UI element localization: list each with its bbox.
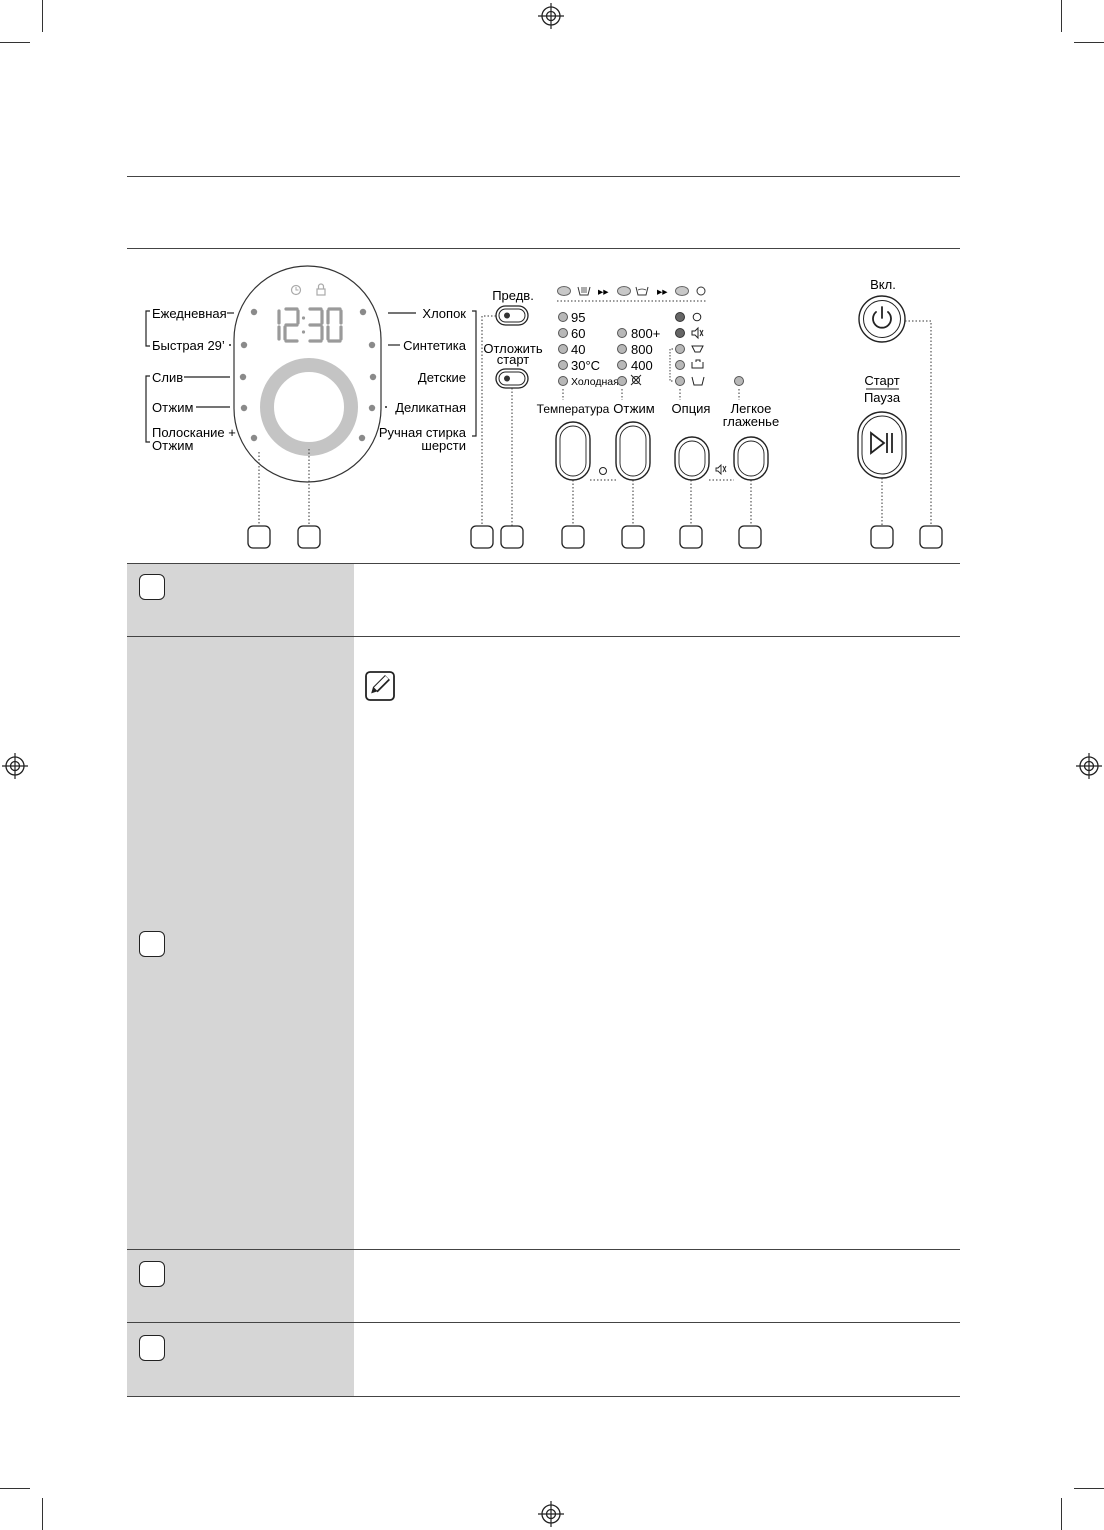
option-label: Опция <box>672 401 711 416</box>
table-rule <box>127 563 960 564</box>
callout-box <box>500 525 524 549</box>
option-button[interactable] <box>674 436 710 481</box>
table-rule <box>127 1322 960 1323</box>
temp-cold: Холодная <box>571 376 619 388</box>
easy-iron-led <box>734 376 744 386</box>
temperature-button[interactable] <box>555 421 591 481</box>
callout-box <box>679 525 703 549</box>
option-leds <box>669 312 685 386</box>
crop-mark <box>0 1488 30 1489</box>
svg-text:▸▸: ▸▸ <box>598 286 609 298</box>
child-lock-icon <box>599 467 607 475</box>
callout-box <box>297 525 321 549</box>
table-rule <box>127 1249 960 1250</box>
crop-mark <box>42 1498 43 1530</box>
wash-status-row: ▸▸ ▸▸ <box>557 286 706 302</box>
table-rule <box>127 1396 960 1397</box>
table-rule <box>127 636 960 637</box>
temperature-leds <box>558 312 568 386</box>
program-label-spin: Отжим <box>152 400 193 415</box>
prewash-label: Предв. <box>492 288 534 303</box>
table-label-cell <box>127 1323 354 1396</box>
control-panel-diagram: Ежедневная Быстрая 29’ Слив Отжим Полоск… <box>145 265 943 549</box>
power-label: Вкл. <box>870 277 896 292</box>
program-label-quick: Быстрая 29’ <box>152 338 225 353</box>
power-icon <box>872 306 892 329</box>
program-label-delicate: Деликатная <box>395 400 466 415</box>
spin-label: Отжим <box>613 401 654 416</box>
callout-box <box>870 525 894 549</box>
callout-box <box>621 525 645 549</box>
program-label-synthetics: Синтетика <box>403 338 467 353</box>
spin-leds <box>617 328 627 386</box>
program-label-handwash: Ручная стирка <box>379 425 467 440</box>
row-number-box <box>139 1335 165 1361</box>
play-pause-icon <box>870 431 893 455</box>
no-spin-icon <box>630 374 642 386</box>
delay-start-label-2: старт <box>497 352 529 367</box>
program-label-wool: шерсти <box>421 438 466 453</box>
note-pencil-icon <box>365 671 395 701</box>
registration-mark-icon <box>2 753 28 779</box>
easy-iron-label-2: глаженье <box>723 414 779 429</box>
program-label-baby: Детские <box>418 370 466 385</box>
registration-mark-icon <box>1076 753 1102 779</box>
temperature-label: Температура <box>537 402 610 416</box>
crop-mark <box>1074 42 1104 43</box>
time-display <box>277 307 343 343</box>
callout-box <box>738 525 762 549</box>
delay-start-label-1: Отложить <box>483 341 543 356</box>
temp-95: 95 <box>571 310 585 325</box>
row-number-box <box>139 1261 165 1287</box>
easy-iron-label-1: Легкое <box>731 401 772 416</box>
crop-mark <box>1061 1498 1062 1530</box>
crop-mark <box>42 0 43 32</box>
easy-iron-button[interactable] <box>733 436 769 481</box>
program-label-rinse: Полоскание + <box>152 425 236 440</box>
crop-mark <box>0 42 30 43</box>
spin-800: 800 <box>631 342 653 357</box>
table-label-cell <box>127 564 354 636</box>
callout-box <box>919 525 943 549</box>
temp-60: 60 <box>571 326 585 341</box>
program-label-cotton: Хлопок <box>422 306 466 321</box>
header-rule <box>127 248 960 249</box>
registration-mark-icon <box>538 3 564 29</box>
header-rule <box>127 176 960 177</box>
registration-mark-icon <box>538 1501 564 1527</box>
table-label-cell <box>127 1250 354 1322</box>
row-number-box <box>139 574 165 600</box>
callout-box <box>247 525 271 549</box>
pause-label: Пауза <box>864 390 901 405</box>
svg-text:▸▸: ▸▸ <box>657 286 668 298</box>
temp-30: 30°C <box>571 358 600 373</box>
sound-off-icon <box>715 463 727 476</box>
crop-mark <box>1074 1488 1104 1489</box>
spin-400: 400 <box>631 358 653 373</box>
callout-box <box>470 525 494 549</box>
program-indicator-dots <box>239 308 377 442</box>
callout-box <box>561 525 585 549</box>
program-label-drain: Слив <box>152 370 183 385</box>
crop-mark <box>1061 0 1062 32</box>
row-number-box <box>139 931 165 957</box>
option-icons <box>691 312 705 386</box>
program-label-daily: Ежедневная <box>152 306 227 321</box>
program-dial <box>260 358 358 456</box>
lock-icon <box>316 283 326 296</box>
spin-button[interactable] <box>615 421 651 481</box>
power-button[interactable] <box>858 295 906 343</box>
start-label: Старт <box>864 373 899 388</box>
temp-40: 40 <box>571 342 585 357</box>
clock-icon <box>290 284 302 296</box>
spin-800plus: 800+ <box>631 326 660 341</box>
program-label-rinse-spin: Отжим <box>152 438 193 453</box>
